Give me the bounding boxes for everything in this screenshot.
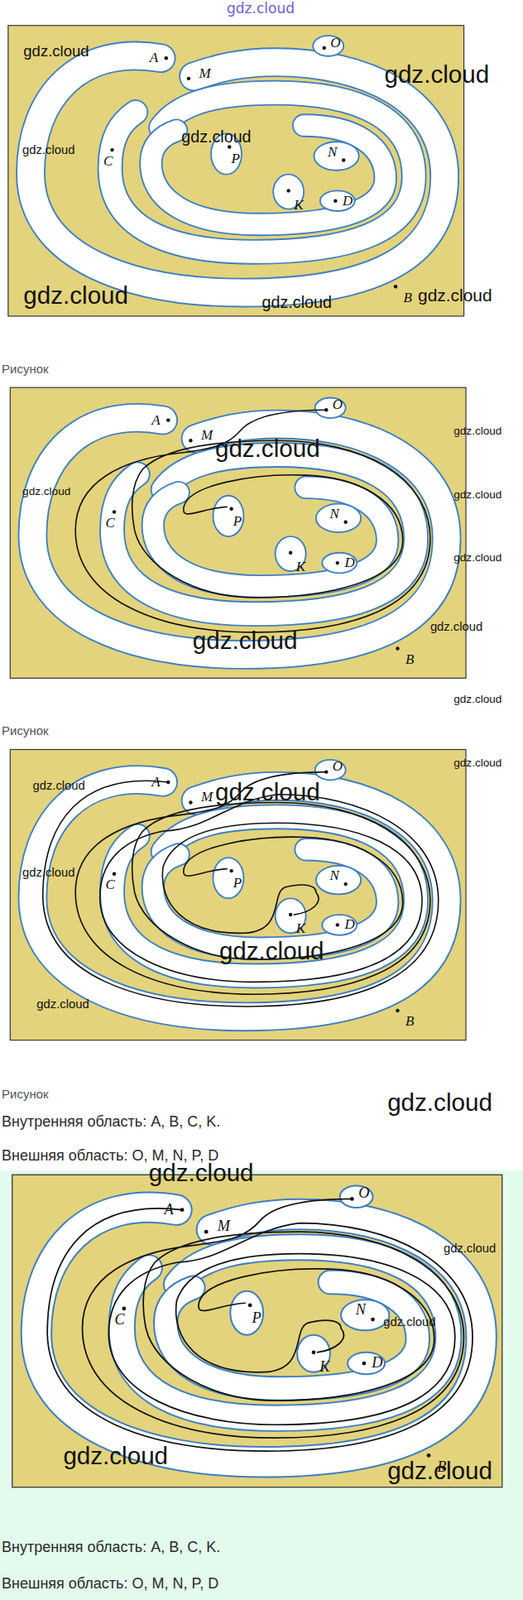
point-label: M (199, 65, 212, 82)
watermark: gdz.cloud (453, 551, 502, 565)
point-label: P (230, 150, 240, 168)
point-label: N (355, 1301, 366, 1320)
watermark: gdz.cloud (417, 285, 492, 306)
point-label: D (342, 192, 353, 210)
point-label: A (149, 49, 159, 67)
point-label: O (358, 1184, 370, 1202)
watermark: gdz.cloud (453, 756, 502, 770)
point-label: A (164, 1200, 174, 1219)
watermark: gdz.cloud (387, 1088, 493, 1117)
point-label: K (293, 196, 303, 214)
point-label: C (103, 153, 113, 170)
watermark: gdz.cloud (383, 60, 490, 89)
point-label: A (151, 412, 160, 429)
point-label: K (296, 921, 306, 938)
watermark: gdz.cloud (262, 292, 332, 312)
maze-figure (9, 387, 466, 678)
path-curve (43, 780, 439, 1007)
path-curve (47, 1208, 473, 1451)
watermark: gdz.cloud (443, 1242, 496, 1257)
point-label: P (252, 1309, 262, 1327)
point-label: M (201, 427, 213, 444)
watermark: gdz.cloud (22, 143, 75, 159)
point-label: K (319, 1358, 330, 1377)
point-label: O (332, 396, 343, 413)
watermark: gdz.cloud (219, 936, 325, 965)
point-label: P (233, 513, 242, 530)
figure-caption: Рисунок (1, 724, 49, 739)
watermark: gdz.cloud (192, 626, 298, 655)
point-label: P (233, 874, 242, 892)
maze-figure (12, 1174, 503, 1487)
point-label: D (344, 554, 355, 571)
point-label: D (371, 1354, 383, 1373)
point-label: O (330, 34, 341, 52)
point-label: M (201, 789, 213, 807)
watermark: gdz.cloud (387, 1456, 493, 1485)
watermark: gdz.cloud (22, 865, 75, 880)
watermark: gdz.cloud (383, 1314, 436, 1330)
region-answer: Внешняя область: O, M, N, P, D (1, 1574, 219, 1593)
watermark: gdz.cloud (148, 1158, 255, 1187)
watermark: gdz.cloud (23, 281, 129, 310)
point-label: D (344, 916, 355, 934)
path-curve (75, 772, 431, 995)
figure-caption: Рисунок (1, 1086, 49, 1101)
watermark: gdz.cloud (430, 619, 483, 634)
point-label: O (332, 758, 343, 776)
region-answer: Внутренняя область: A, B, C, K. (1, 1538, 221, 1556)
point-label: C (105, 514, 115, 532)
point-label: N (327, 143, 337, 161)
point-label: A (151, 773, 160, 791)
watermark: gdz.cloud (181, 127, 251, 147)
point-label: N (329, 868, 339, 885)
path-curve (75, 409, 431, 633)
watermark: gdz.cloud (23, 42, 89, 60)
watermark: gdz.cloud (32, 778, 85, 793)
watermark: gdz.cloud (453, 692, 502, 706)
watermark: gdz.cloud (62, 1441, 168, 1470)
figure-caption: Рисунок (1, 361, 49, 376)
point-label: B (405, 651, 414, 668)
maze-figure (9, 749, 466, 1041)
point-label: C (114, 1311, 125, 1330)
watermark: gdz.cloud (453, 488, 502, 502)
watermark: gdz.cloud (453, 424, 502, 438)
watermark: gdz.cloud (215, 777, 321, 807)
point-label: B (403, 289, 413, 307)
point-label: M (217, 1217, 231, 1235)
point-label: N (329, 505, 339, 523)
site-header: gdz.cloud (226, 0, 295, 18)
point-label: C (105, 877, 115, 894)
watermark: gdz.cloud (22, 484, 71, 499)
watermark: gdz.cloud (215, 434, 321, 463)
region-answer: Внутренняя область: A, B, C, K. (1, 1113, 221, 1131)
path-curve (82, 1198, 465, 1438)
watermark: gdz.cloud (36, 997, 89, 1012)
point-label: B (405, 1013, 414, 1031)
point-label: K (296, 558, 306, 576)
